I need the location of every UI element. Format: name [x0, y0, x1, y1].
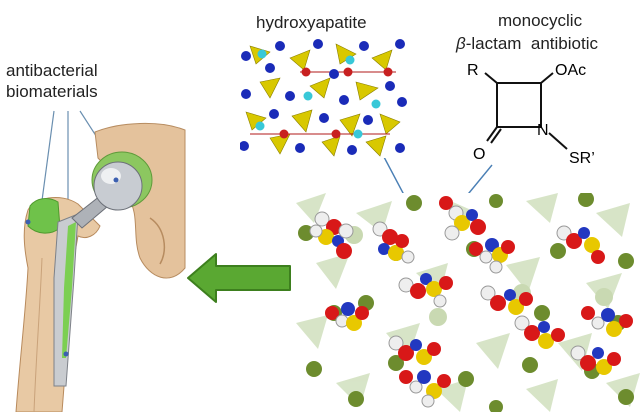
- carbonyl-oxygen: O: [473, 146, 485, 163]
- beta-lactam-text: -lactam antibiotic: [465, 34, 598, 53]
- beta-lactam-structure: R OAc O N SR’: [467, 62, 595, 167]
- substituent-r: R: [467, 62, 479, 79]
- hydroxyl-oxygen-red: [279, 67, 393, 139]
- antibacterial-label-line2: biomaterials: [6, 82, 98, 101]
- antibiotic-molecule: [469, 238, 515, 274]
- monocyclic-label: monocyclic: [498, 11, 583, 30]
- beta-lactam-antibiotic-label: β-lactam antibiotic: [456, 33, 598, 54]
- ring-nitrogen: N: [537, 122, 549, 139]
- antibiotic-molecule: [388, 335, 441, 365]
- beta-symbol: β: [456, 34, 466, 53]
- antibiotic-molecule: [581, 306, 633, 337]
- phosphate-tetrahedra: [245, 43, 401, 157]
- antibiotic-molecule: [570, 345, 621, 375]
- antibiotic-molecule: [556, 225, 605, 264]
- antibiotic-molecule: [372, 221, 415, 264]
- antibiotic-molecule: [309, 211, 354, 259]
- antibiotic-molecule: [399, 370, 451, 408]
- stem-green-coating: [62, 222, 76, 358]
- antibiotic-molecule: [439, 196, 486, 241]
- trochanter-coating: [27, 198, 61, 234]
- antibiotic-molecule: [514, 315, 565, 349]
- antibacterial-biomaterials-label: antibacterial biomaterials: [6, 60, 98, 102]
- antibiotic-molecule: [325, 302, 369, 331]
- antibiotic-molecule: [480, 285, 533, 315]
- direction-arrow: [187, 253, 291, 303]
- substituent-sr: SR’: [569, 150, 595, 167]
- substituent-oac: OAc: [555, 62, 586, 79]
- hydroxyapatite-crystal-image: [240, 38, 408, 158]
- molecular-model-inset: [296, 193, 640, 412]
- arrow-shape: [187, 253, 291, 303]
- calcium-ions-cyan: [255, 49, 381, 139]
- antibacterial-label-line1: antibacterial: [6, 61, 98, 80]
- calcium-ions-blue: [240, 39, 407, 155]
- hip-implant-illustration: [15, 123, 186, 412]
- lactam-ring: [496, 82, 542, 128]
- antibiotic-molecule: [398, 273, 453, 308]
- implant-head: [93, 161, 143, 211]
- hydroxyapatite-label: hydroxyapatite: [256, 13, 367, 32]
